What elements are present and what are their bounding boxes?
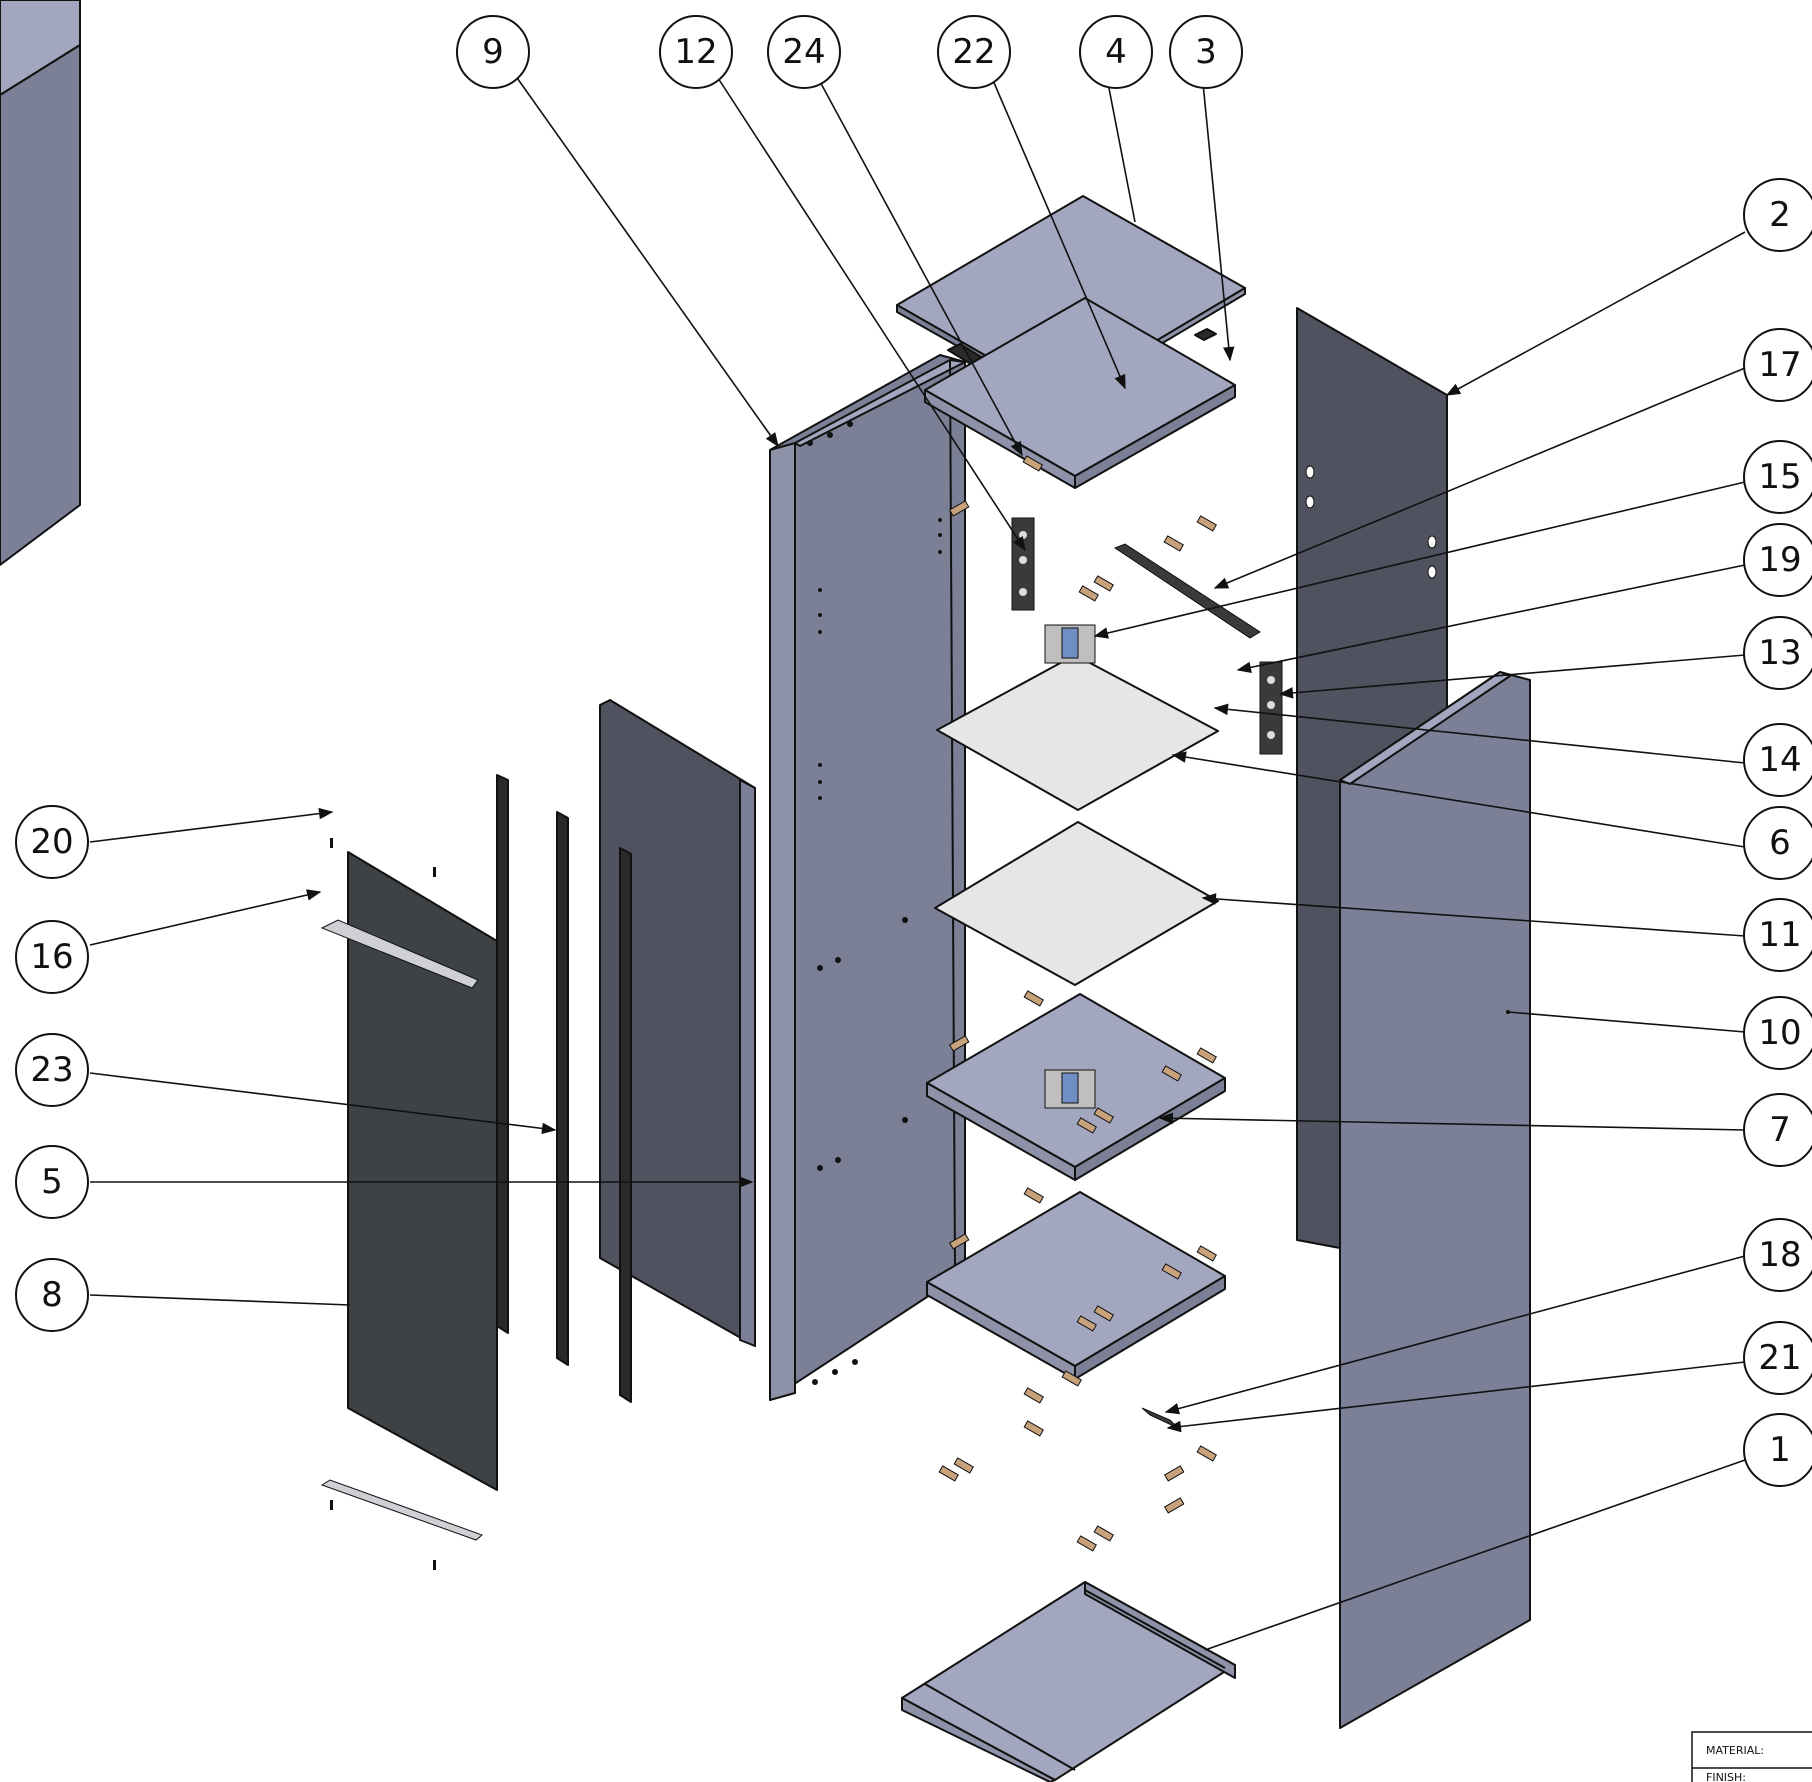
part-12-hinge-plate [1011, 517, 1035, 611]
finish-label: FINISH: [1706, 1771, 1746, 1782]
balloon-17-label: 17 [1758, 345, 1801, 385]
balloon-2: 2 [1743, 178, 1812, 252]
balloon-4: 4 [1079, 15, 1153, 89]
balloon-17: 17 [1743, 328, 1812, 402]
dowels [938, 455, 1217, 1552]
balloon-24: 24 [767, 15, 841, 89]
balloon-4-label: 4 [1105, 32, 1127, 72]
lower-shelf [926, 1191, 1226, 1380]
part-15-hinge [1044, 624, 1096, 664]
balloon-19: 19 [1743, 523, 1812, 597]
balloon-18-label: 18 [1758, 1235, 1801, 1275]
balloon-16-label: 16 [30, 937, 73, 977]
balloon-20-label: 20 [30, 822, 73, 862]
balloon-1: 1 [1743, 1413, 1812, 1487]
balloon-20: 20 [15, 805, 89, 879]
balloon-1-label: 1 [1769, 1430, 1791, 1470]
balloon-6-label: 6 [1769, 823, 1791, 863]
part-8-door [347, 851, 498, 1491]
balloon-2-label: 2 [1769, 195, 1791, 235]
balloon-12: 12 [659, 15, 733, 89]
balloon-22-label: 22 [952, 32, 995, 72]
balloon-7: 7 [1743, 1093, 1812, 1167]
balloon-13: 13 [1743, 616, 1812, 690]
part-13-hinge-plate [1259, 661, 1283, 755]
balloon-9: 9 [456, 15, 530, 89]
balloon-24-label: 24 [782, 32, 825, 72]
balloon-3-label: 3 [1195, 32, 1217, 72]
title-block: MATERIAL: FINISH: [1691, 1731, 1812, 1782]
material-label: MATERIAL: [1706, 1744, 1764, 1757]
balloon-23-label: 23 [30, 1050, 73, 1090]
balloon-14-label: 14 [1758, 740, 1801, 780]
balloon-18: 18 [1743, 1218, 1812, 1292]
balloon-5-label: 5 [41, 1162, 63, 1202]
balloon-15-label: 15 [1758, 457, 1801, 497]
part-11-glass-shelf [934, 821, 1219, 986]
part-10-side-panel [1339, 671, 1531, 1729]
part-7-hinge [1044, 1069, 1096, 1109]
part-23-strips [496, 774, 632, 1403]
balloon-11-label: 11 [1758, 915, 1801, 955]
assembled-cabinet-preview [0, 0, 81, 566]
balloon-8-label: 8 [41, 1275, 63, 1315]
balloon-11: 11 [1743, 898, 1812, 972]
balloon-9-label: 9 [482, 32, 504, 72]
balloon-19-label: 19 [1758, 540, 1801, 580]
balloon-6: 6 [1743, 806, 1812, 880]
part-17-rail [1113, 543, 1261, 639]
balloon-16: 16 [15, 920, 89, 994]
balloon-3: 3 [1169, 15, 1243, 89]
balloon-14: 14 [1743, 723, 1812, 797]
balloons: 9 12 24 22 4 3 2 17 15 19 13 14 6 11 10 … [15, 15, 1812, 1487]
balloon-7-label: 7 [1769, 1110, 1791, 1150]
balloon-5: 5 [15, 1145, 89, 1219]
part-6-glass-shelf [936, 654, 1219, 811]
balloon-23: 23 [15, 1033, 89, 1107]
balloon-8: 8 [15, 1258, 89, 1332]
part-20-screws [330, 838, 436, 1570]
part-9-left-panel [769, 354, 966, 1401]
balloon-22: 22 [937, 15, 1011, 89]
balloon-13-label: 13 [1758, 633, 1801, 673]
balloon-21: 21 [1743, 1321, 1812, 1395]
leader-lines [89, 74, 1746, 1651]
balloon-12-label: 12 [674, 32, 717, 72]
part-5-door-panel [599, 699, 756, 1347]
part-1-base [901, 1581, 1236, 1782]
balloon-15: 15 [1743, 440, 1812, 514]
part-16-bar [320, 919, 483, 1541]
balloon-21-label: 21 [1758, 1338, 1801, 1378]
balloon-10: 10 [1743, 996, 1812, 1070]
balloon-10-label: 10 [1758, 1013, 1801, 1053]
